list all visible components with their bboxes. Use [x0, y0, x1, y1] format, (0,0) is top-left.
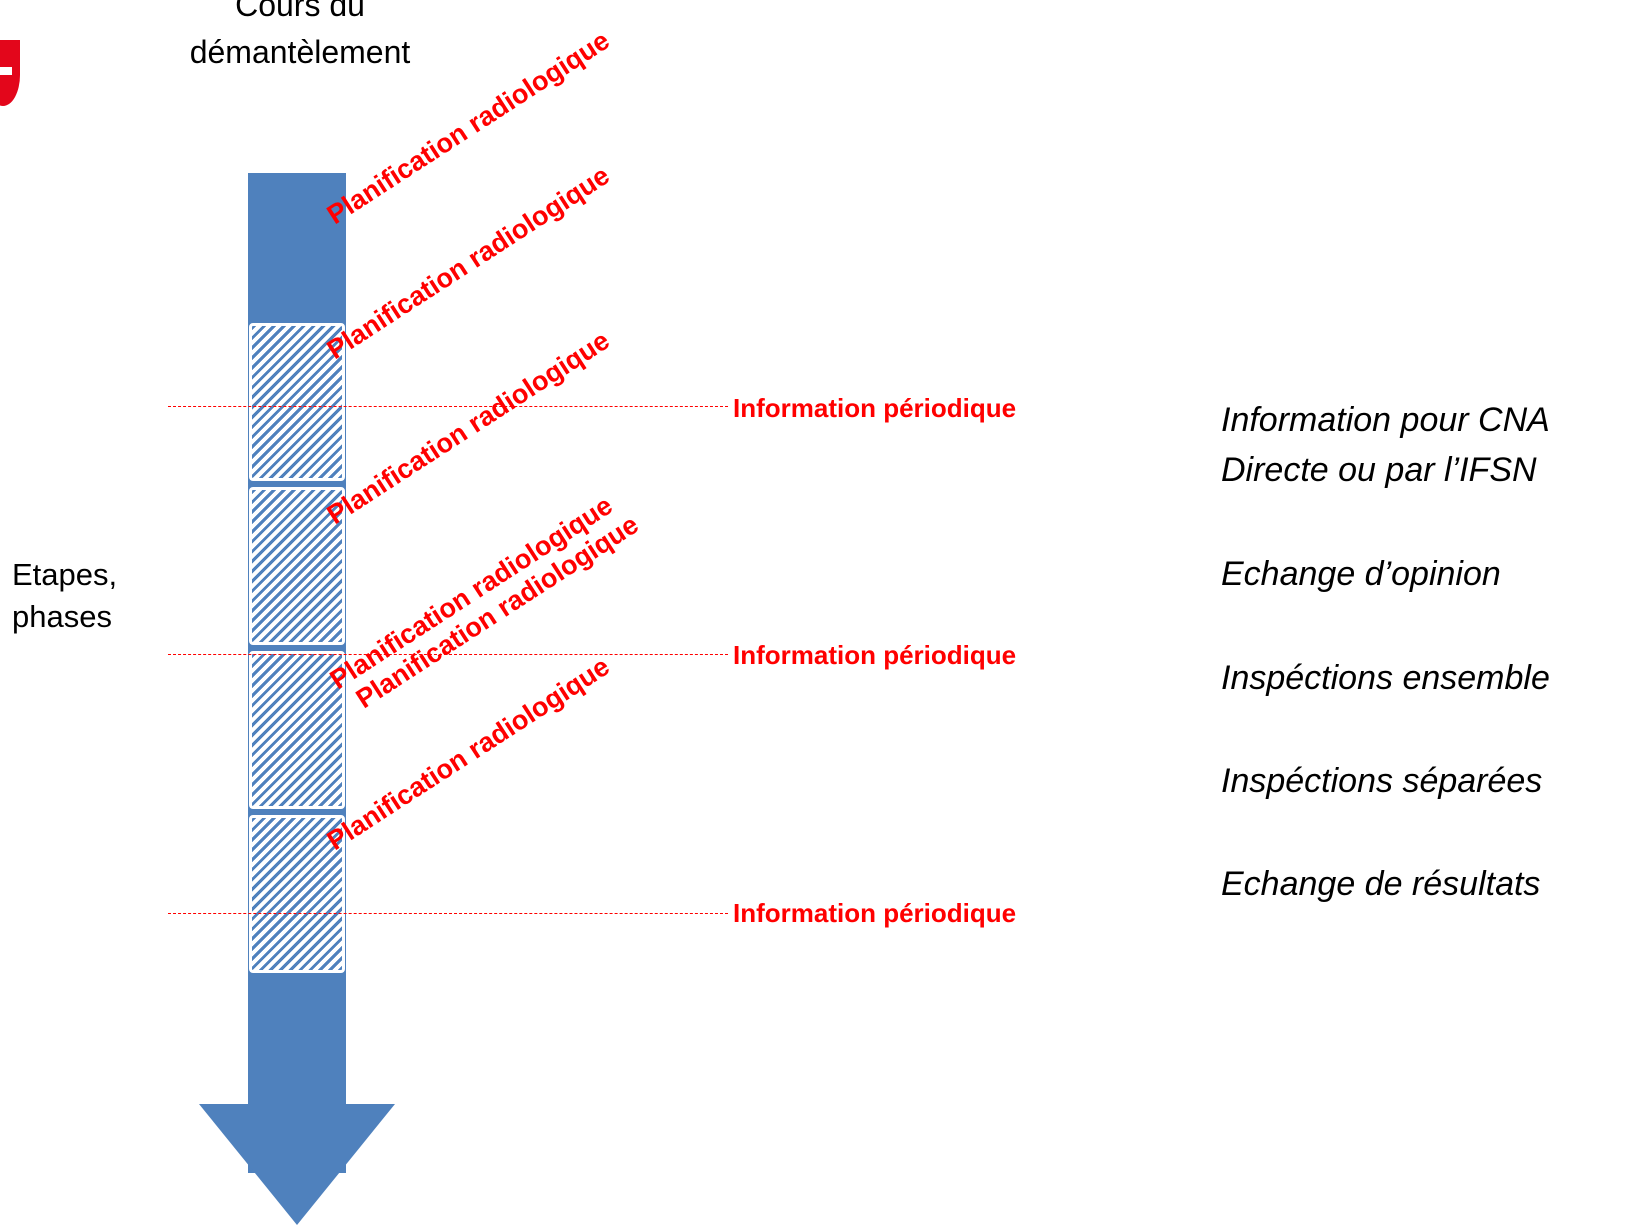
swiss-shield-logo: [0, 40, 20, 106]
steps-phases-label: Etapes, phases: [12, 557, 118, 634]
right-item-echange-resultats: Echange de résultats: [1221, 865, 1541, 903]
right-item-information-cna: Information pour CNA: [1221, 401, 1550, 439]
right-item-inspections-separees: Inspéctions séparées: [1221, 762, 1543, 800]
dashed-line: [168, 654, 728, 655]
planification-label: Planification radiologique: [324, 490, 618, 695]
right-item-echange-opinion: Echange d’opinion: [1221, 555, 1501, 593]
info-periodique-label: Information périodique: [733, 640, 1017, 670]
timeline-arrow-head: [199, 1104, 395, 1225]
dashed-line: [168, 406, 728, 407]
phase-box: [249, 815, 345, 973]
dashed-line: [168, 913, 728, 914]
info-periodique-label: Information périodique: [733, 898, 1017, 928]
diagram-title: Cours du démantèlement: [189, 0, 411, 70]
right-item-inspections-ensemble: Inspéctions ensemble: [1221, 659, 1550, 697]
planification-label: Planification radiologique: [321, 325, 615, 530]
phase-box: [249, 323, 345, 481]
phase-box: [249, 487, 345, 645]
info-periodique-label: Information périodique: [733, 393, 1017, 423]
phase-box: [249, 651, 345, 809]
right-item-directe-ifsn: Directe ou par l’IFSN: [1221, 451, 1537, 489]
